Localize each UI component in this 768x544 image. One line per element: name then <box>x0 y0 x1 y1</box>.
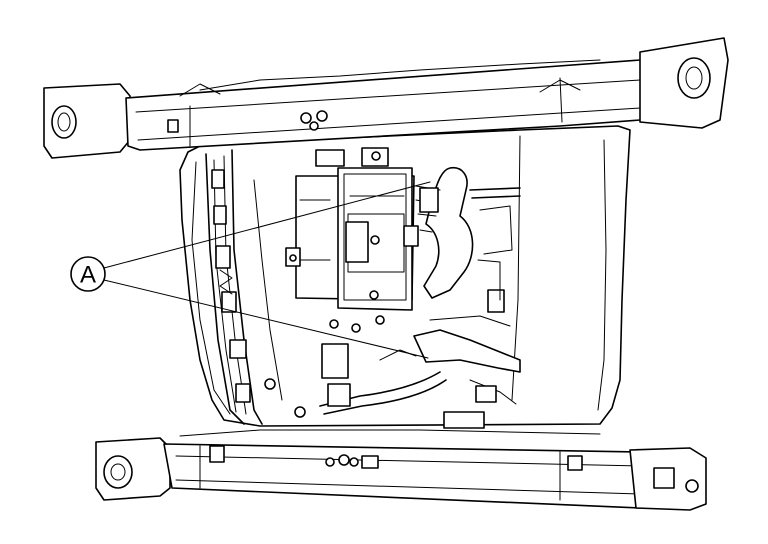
callout-circle <box>70 256 106 292</box>
callout-a: A <box>70 181 431 359</box>
front-cross-member <box>95 429 707 511</box>
wiring-harness <box>319 166 521 429</box>
control-module <box>285 147 419 311</box>
rear-cross-member <box>43 37 729 159</box>
callout-label-a: A <box>80 262 96 289</box>
leader-line-upper <box>103 181 431 269</box>
leader-line-lower <box>103 279 429 359</box>
left-side-rail <box>205 149 306 425</box>
